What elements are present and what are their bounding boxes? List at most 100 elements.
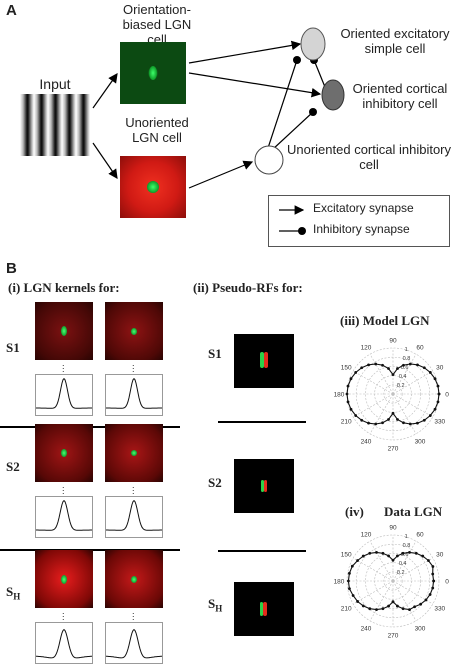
lgn-kernel-tile xyxy=(35,550,93,608)
polar-point xyxy=(387,367,390,370)
polar-point xyxy=(349,377,353,381)
angle-label: 270 xyxy=(388,633,399,640)
polar-point xyxy=(433,407,437,411)
polar-point xyxy=(381,551,385,555)
angle-label: 300 xyxy=(415,625,426,632)
polar-point xyxy=(354,371,358,374)
polar-point xyxy=(396,418,399,421)
polar-point xyxy=(401,551,405,555)
polar-point xyxy=(375,608,378,612)
angle-label: 240 xyxy=(361,625,372,632)
ring-label: 0.8 xyxy=(403,543,411,549)
cortical-to-oriented-inhibitory xyxy=(271,111,314,151)
polar-point xyxy=(413,605,417,609)
angle-label: 330 xyxy=(434,419,445,426)
ring-label: 0.4 xyxy=(399,374,407,380)
polar-point xyxy=(396,604,399,608)
synapse-legend: Excitatory synapse Inhibitory synapse xyxy=(268,195,450,247)
polar-point xyxy=(374,422,378,426)
separator-pseudo-2 xyxy=(218,550,306,552)
polar-point xyxy=(428,593,432,596)
oriented-to-inhibitory-arrow xyxy=(188,72,322,98)
polar-point xyxy=(367,363,370,367)
polar-point xyxy=(408,550,411,554)
pseudo-label-sh: SH xyxy=(208,596,223,614)
row-label-s1: S1 xyxy=(6,340,20,355)
cortical-inhibitory-label: Oriented cortical inhibitory cell xyxy=(352,81,448,111)
legend-inhibitory: Inhibitory synapse xyxy=(313,222,410,236)
polar-point xyxy=(349,407,353,411)
polar-point xyxy=(424,598,428,602)
lgn-kernels-title: (i) LGN kernels for: xyxy=(8,280,120,295)
pseudo-rf-sh xyxy=(234,582,294,636)
polar-point xyxy=(401,607,405,611)
angle-label: 60 xyxy=(416,345,424,352)
polar-point xyxy=(431,565,435,568)
pseudo-label-s2: S2 xyxy=(208,475,222,490)
kernel-profile xyxy=(105,622,163,664)
angle-label: 180 xyxy=(334,579,345,586)
polar-point xyxy=(419,602,423,606)
polar-point xyxy=(433,377,437,381)
lgn-kernel-tile xyxy=(105,302,163,360)
angle-label: 270 xyxy=(388,446,399,453)
lgn-kernel-tile xyxy=(105,550,163,608)
polar-point xyxy=(368,551,372,555)
polar-point xyxy=(396,554,399,558)
polar-point xyxy=(432,579,436,583)
pseudo-label-s1: S1 xyxy=(208,346,222,361)
ring-label: 0.6 xyxy=(401,365,409,371)
angle-label: 30 xyxy=(436,365,444,372)
polar-point xyxy=(346,400,350,404)
unoriented-lgn-kernel xyxy=(120,156,186,218)
polar-point xyxy=(346,384,350,388)
polar-point xyxy=(367,421,370,425)
polar-point xyxy=(360,366,364,370)
polar-point xyxy=(375,550,378,554)
excitatory-simple-label: Oriented excitatory simple cell xyxy=(340,26,450,56)
angle-label: 120 xyxy=(361,345,372,352)
polar-point xyxy=(431,586,435,590)
polar-point xyxy=(354,414,358,417)
ring-label: 0.6 xyxy=(401,552,409,558)
polar-point xyxy=(391,411,395,415)
lgn-kernel-tile xyxy=(35,424,93,482)
angle-label: 0 xyxy=(445,392,449,399)
ring-label: 0.2 xyxy=(397,383,405,389)
polar-point xyxy=(391,558,395,562)
polar-point xyxy=(368,607,372,611)
polar-point xyxy=(428,414,432,417)
angle-label: 0 xyxy=(445,579,449,586)
angle-label: 30 xyxy=(436,552,444,559)
lgn-kernel-tile xyxy=(35,302,93,360)
lgn-kernel-tile xyxy=(105,424,163,482)
kernel-profile xyxy=(35,622,93,664)
input-grating xyxy=(20,94,90,156)
ring-label: 1 xyxy=(405,347,408,353)
ellipsis-dots: . . . xyxy=(62,606,65,622)
polar-point xyxy=(416,363,419,367)
oriented-inhibitory-cell xyxy=(321,79,345,111)
angle-label: 210 xyxy=(341,419,352,426)
polar-point xyxy=(347,579,350,583)
ring-label: 0.8 xyxy=(403,356,411,362)
unoriented-to-cortical-arrow xyxy=(188,160,254,189)
pseudo-rf-s2 xyxy=(234,459,294,513)
input-label: Input xyxy=(39,76,71,92)
polar-point xyxy=(356,600,359,603)
ring-label: 1 xyxy=(405,534,408,540)
pseudo-rf-s1 xyxy=(234,334,294,388)
oriented-lgn-kernel xyxy=(120,42,186,104)
polar-point xyxy=(414,551,418,555)
angle-label: 150 xyxy=(341,552,352,559)
polar-point xyxy=(381,421,384,425)
kernel-profile xyxy=(35,374,93,416)
network-wiring xyxy=(92,27,345,189)
ellipsis-dots: . . . xyxy=(132,480,135,496)
polar-point xyxy=(345,392,349,396)
polar-point xyxy=(408,608,411,612)
polar-point xyxy=(348,587,351,591)
data-lgn-title: Data LGN xyxy=(384,504,443,519)
angle-label: 300 xyxy=(415,438,426,445)
polar-point xyxy=(436,400,440,404)
